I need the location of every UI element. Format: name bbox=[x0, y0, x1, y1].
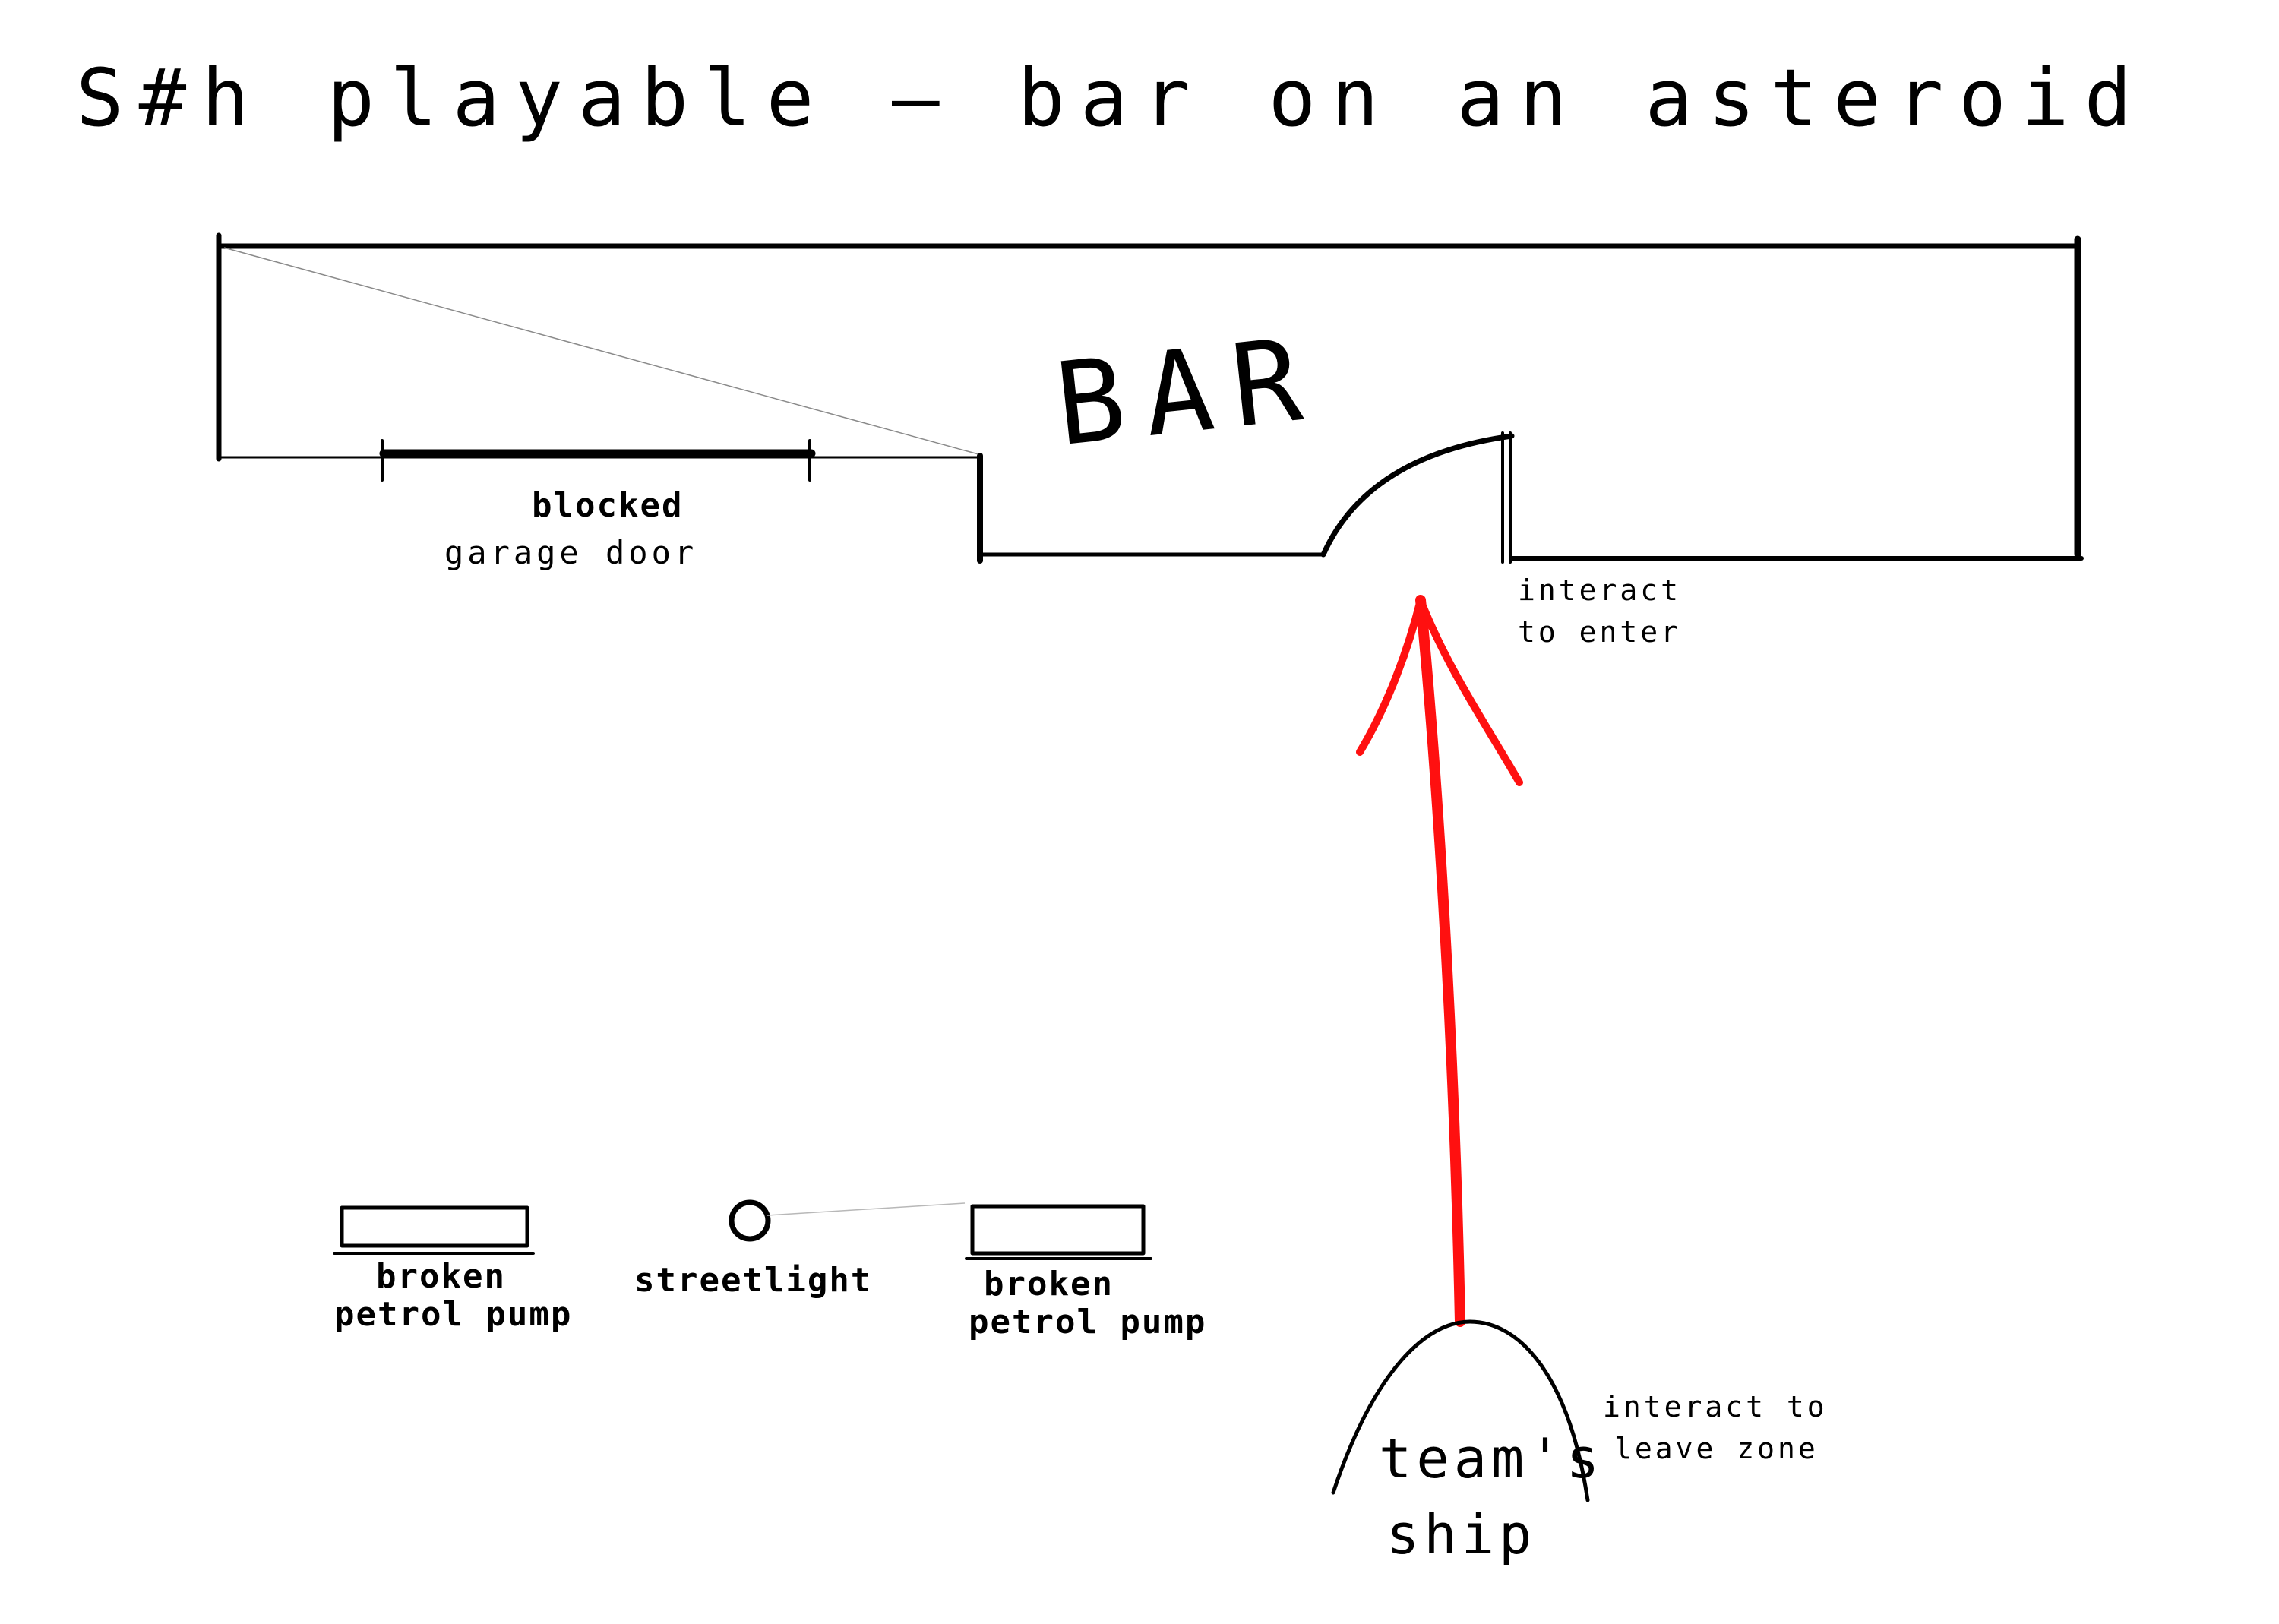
petrol-pump-left: broken petrol pump bbox=[333, 1205, 572, 1334]
leave-note: interact to leave zone bbox=[1603, 1390, 1828, 1465]
teams-ship-label-line1: team's bbox=[1379, 1427, 1604, 1490]
bar-door-swing-arc bbox=[1320, 433, 1515, 558]
path-arrow-shaft bbox=[1415, 595, 1465, 1327]
petrol-pump-right-line2: petrol pump bbox=[969, 1303, 1206, 1341]
path-arrow-head-left bbox=[1356, 596, 1424, 756]
garage-door: blocked garage door bbox=[379, 439, 816, 571]
petrol-pump-left-line2: petrol pump bbox=[334, 1295, 572, 1334]
bar-roof-diagonal bbox=[223, 247, 979, 455]
garage-door-label-line1: blocked bbox=[532, 486, 683, 525]
entrance-note-line1: interact bbox=[1518, 573, 1681, 607]
garage-door-label-line2: garage door bbox=[444, 534, 697, 571]
leave-note-line1: interact to bbox=[1603, 1390, 1828, 1423]
teams-ship: team's ship bbox=[1331, 1319, 1604, 1566]
path-arrow-head-right bbox=[1417, 596, 1523, 786]
bar-building: BAR bbox=[216, 232, 2084, 564]
petrol-pump-right: broken petrol pump bbox=[965, 1204, 1206, 1341]
petrol-pump-left-line1: broken bbox=[376, 1257, 506, 1296]
sketch-title: S#h playable — bar on an asteroid bbox=[76, 52, 2147, 144]
entrance-note: interact to enter bbox=[1518, 573, 1681, 649]
entrance-note-line2: to enter bbox=[1518, 615, 1681, 649]
petrol-pump-right-shape bbox=[970, 1204, 1146, 1256]
teams-ship-label-line2: ship bbox=[1386, 1502, 1536, 1566]
streetlight: streetlight bbox=[634, 1199, 966, 1300]
petrol-pump-left-shape bbox=[340, 1205, 529, 1248]
teams-ship-outline bbox=[1331, 1319, 1590, 1502]
streetlight-beam bbox=[767, 1202, 966, 1216]
path-arrow bbox=[1356, 595, 1523, 1327]
leave-note-line2: leave zone bbox=[1614, 1432, 1819, 1465]
streetlight-label: streetlight bbox=[634, 1261, 872, 1300]
bar-label: BAR bbox=[1050, 313, 1327, 472]
streetlight-icon bbox=[729, 1199, 771, 1242]
petrol-pump-right-line1: broken bbox=[984, 1265, 1114, 1303]
